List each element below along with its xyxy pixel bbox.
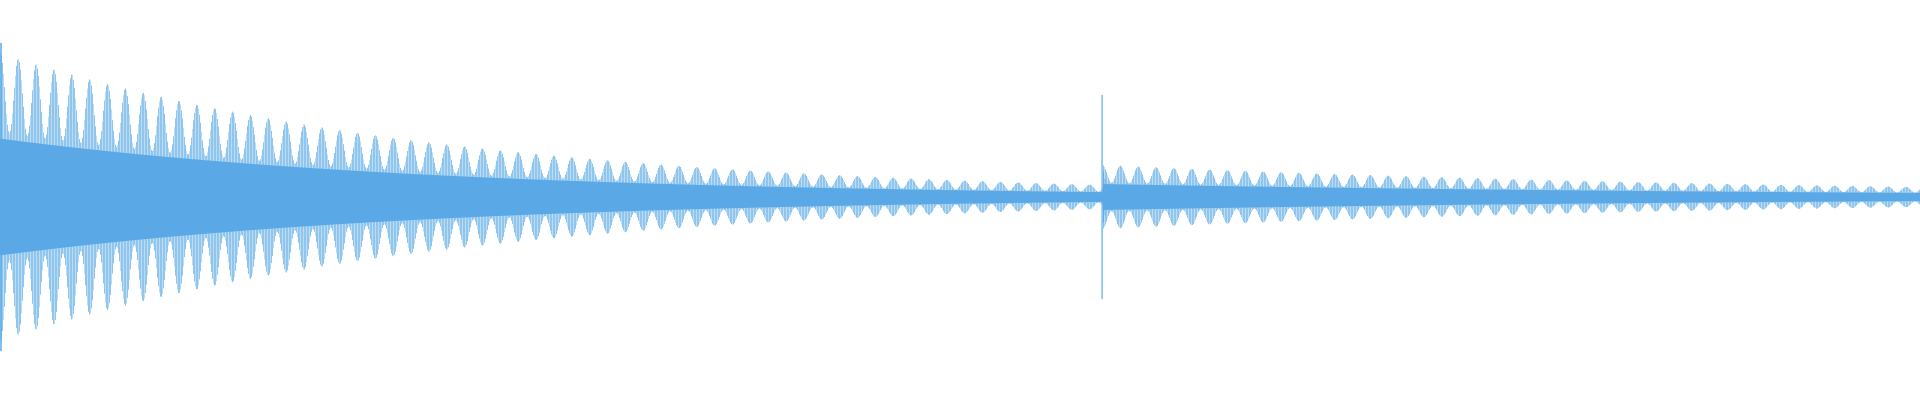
waveform-body	[0, 53, 1920, 341]
